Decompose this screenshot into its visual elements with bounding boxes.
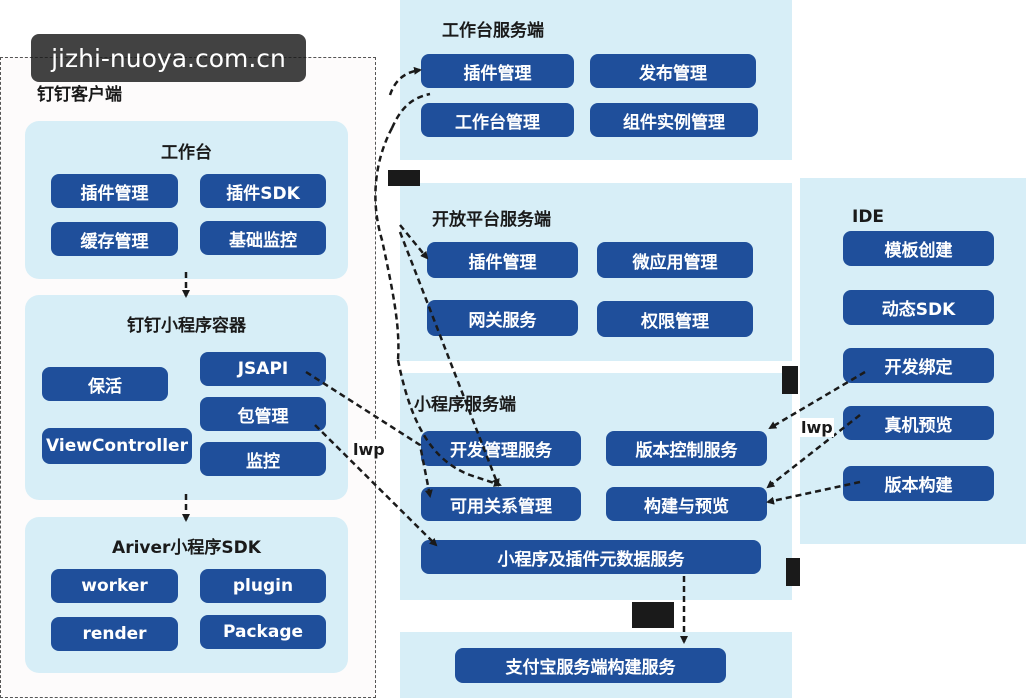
workbench-cache-manage-button[interactable]: 缓存管理 [51, 222, 178, 256]
redacted-block [388, 170, 420, 186]
connector-vertical-trunk [374, 127, 400, 361]
workbench-plugin-manage-button[interactable]: 插件管理 [51, 174, 178, 208]
availability-relation-button[interactable]: 可用关系管理 [421, 487, 581, 521]
device-preview-button[interactable]: 真机预览 [843, 406, 994, 440]
package-button[interactable]: Package [200, 615, 326, 649]
version-control-service-button[interactable]: 版本控制服务 [606, 431, 767, 466]
template-create-button[interactable]: 模板创建 [843, 231, 994, 266]
container-monitor-button[interactable]: 监控 [200, 442, 326, 476]
alipay-build-service-button[interactable]: 支付宝服务端构建服务 [455, 648, 726, 683]
ws-publish-manage-button[interactable]: 发布管理 [590, 54, 756, 88]
render-button[interactable]: render [51, 617, 178, 651]
lwp-label-left: lwp [352, 440, 386, 459]
op-plugin-manage-button[interactable]: 插件管理 [427, 242, 578, 278]
redacted-block [632, 602, 674, 628]
version-build-button[interactable]: 版本构建 [843, 466, 994, 501]
miniapp-container-title: 钉钉小程序容器 [127, 316, 246, 336]
jsapi-button[interactable]: JSAPI [200, 352, 326, 386]
ide-title: IDE [852, 207, 885, 227]
ws-plugin-manage-button[interactable]: 插件管理 [421, 54, 574, 88]
build-preview-button[interactable]: 构建与预览 [606, 487, 767, 521]
redacted-block [786, 558, 800, 586]
watermark-banner: jizhi-nuoya.com.cn [31, 34, 306, 82]
op-permission-manage-button[interactable]: 权限管理 [597, 301, 753, 337]
ws-workbench-manage-button[interactable]: 工作台管理 [421, 103, 574, 137]
dev-binding-button[interactable]: 开发绑定 [843, 348, 994, 383]
lwp-label-right: lwp [800, 418, 834, 437]
ws-component-instance-button[interactable]: 组件实例管理 [590, 103, 758, 137]
keepalive-button[interactable]: 保活 [42, 367, 168, 401]
workbench-server-title: 工作台服务端 [442, 21, 544, 41]
workbench-title: 工作台 [161, 143, 212, 163]
package-manage-button[interactable]: 包管理 [200, 397, 326, 431]
workbench-basic-monitor-button[interactable]: 基础监控 [200, 221, 326, 255]
miniapp-server-title: 小程序服务端 [414, 395, 516, 415]
viewcontroller-button[interactable]: ViewController [42, 428, 192, 464]
dev-manage-service-button[interactable]: 开发管理服务 [421, 431, 581, 466]
dynamic-sdk-button[interactable]: 动态SDK [843, 290, 994, 325]
open-platform-title: 开放平台服务端 [432, 210, 551, 230]
dingtalk-client-title: 钉钉客户端 [37, 85, 122, 105]
op-microapp-manage-button[interactable]: 微应用管理 [597, 242, 753, 278]
workbench-plugin-sdk-button[interactable]: 插件SDK [200, 174, 326, 208]
plugin-button[interactable]: plugin [200, 569, 326, 603]
redacted-block [782, 366, 798, 394]
metadata-service-button[interactable]: 小程序及插件元数据服务 [421, 540, 761, 574]
ariver-sdk-title: Ariver小程序SDK [112, 538, 261, 558]
worker-button[interactable]: worker [51, 569, 178, 603]
op-gateway-service-button[interactable]: 网关服务 [427, 300, 578, 336]
